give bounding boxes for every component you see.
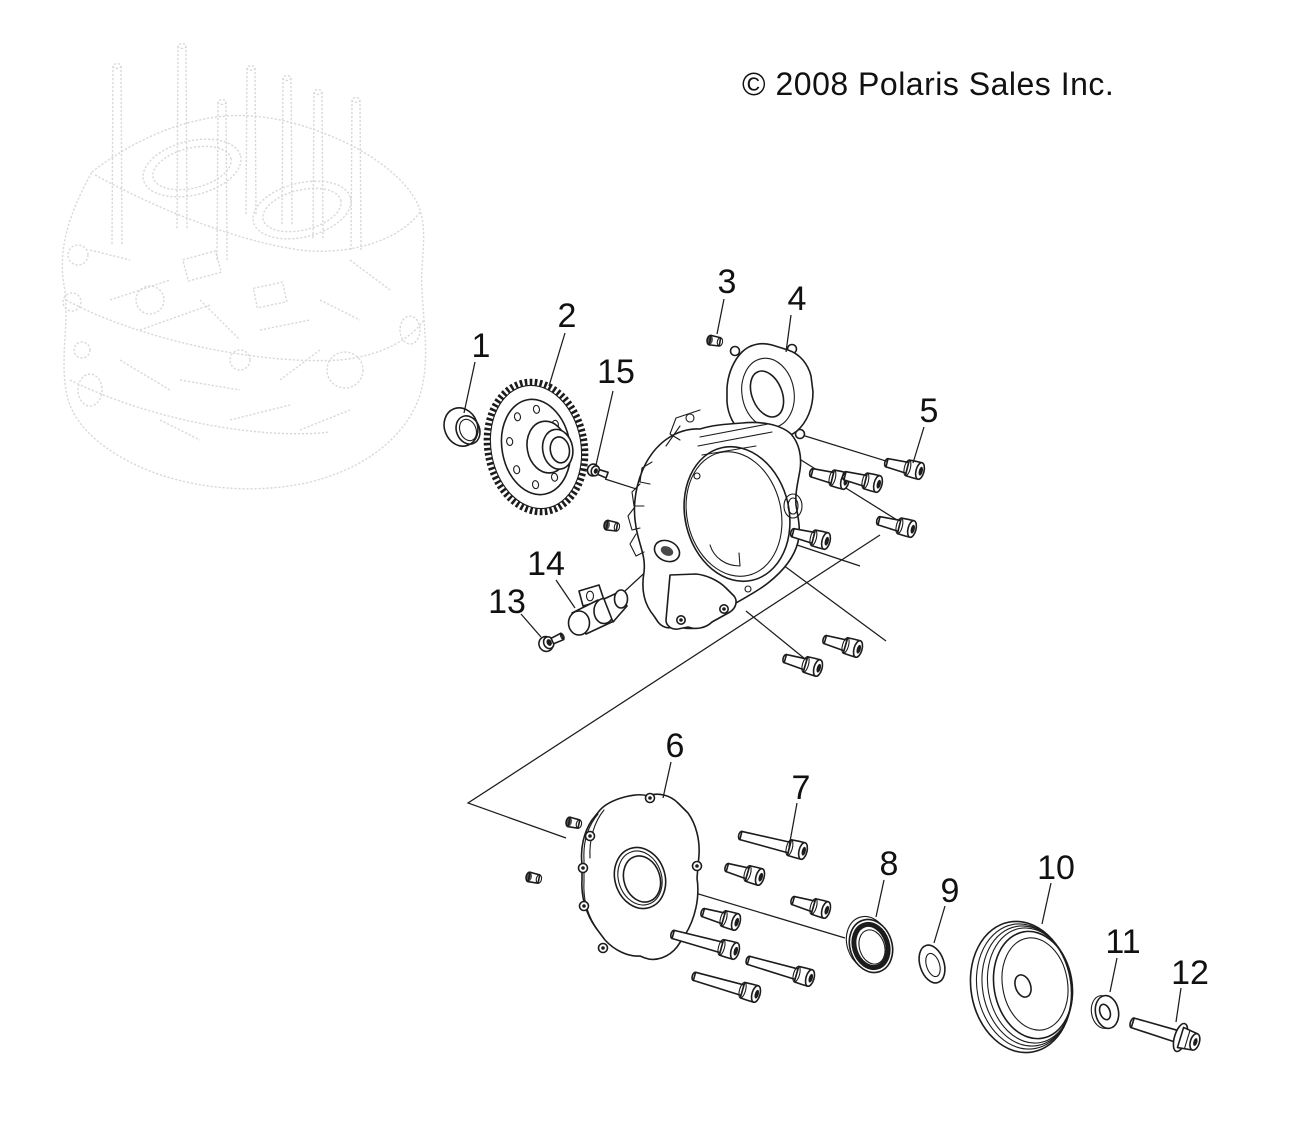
leader-line-11 (1109, 957, 1118, 993)
part-9-thin-washer (918, 944, 946, 984)
bolt-line-d (782, 564, 887, 642)
leader-line-1 (463, 361, 476, 414)
callout-dowel-plug: 3 (717, 263, 737, 301)
part-15-small-screw (586, 463, 609, 479)
callout-small-screw: 15 (597, 353, 635, 391)
bolt-line-e (745, 610, 811, 664)
callout-flange-bolt: 12 (1171, 954, 1209, 992)
callout-cover-plate: 6 (665, 727, 685, 765)
callout-cover-bolt: 5 (919, 392, 939, 430)
engine-stud-bolts (111, 42, 362, 261)
callout-crankcase-cover: 4 (787, 280, 807, 318)
part-8-oil-seal (845, 915, 894, 974)
bolt-line-a (788, 430, 903, 467)
callout-drive-gear: 2 (557, 297, 577, 335)
callout-oil-seal: 8 (879, 845, 899, 883)
cover-plate-tabs (577, 792, 703, 954)
leader-line-5 (912, 426, 925, 464)
dowel-pin (524, 870, 544, 886)
part-14-crank-sensor (567, 584, 629, 636)
leader-line-2 (548, 332, 566, 387)
leader-line-10 (1041, 882, 1052, 925)
engine-block-ghost (61, 42, 427, 490)
leader-line-14 (555, 579, 576, 609)
leader-line-4 (785, 314, 792, 353)
callout-crank-sensor: 14 (527, 545, 565, 583)
part-4-crankcase-cover (627, 342, 814, 630)
leader-line-8 (875, 879, 885, 918)
part-5-cover-bolts (780, 453, 927, 679)
leader-line-12 (1175, 987, 1182, 1023)
part-11-washer (1090, 994, 1120, 1030)
leader-line-7 (788, 802, 798, 848)
leader-line-13 (520, 613, 542, 638)
callout-sensor-screw: 13 (488, 583, 526, 621)
callout-thin-washer: 9 (940, 872, 960, 910)
callout-bushing: 1 (471, 327, 491, 365)
leader-lines (463, 298, 1182, 1023)
callout-long-bolt: 7 (791, 769, 811, 807)
leader-line-15 (595, 390, 614, 466)
dowel-pin (602, 519, 622, 533)
dowel-pin (564, 815, 584, 831)
part-2-drive-gear (483, 378, 589, 516)
copyright-text: © 2008 Polaris Sales Inc. (742, 66, 1115, 102)
part-10-pulley (969, 920, 1074, 1054)
part-1-bushing (443, 407, 481, 447)
part-6-cover-plate (577, 792, 703, 961)
part-3-dowel-plug (705, 334, 725, 348)
leader-line-3 (716, 298, 725, 335)
callout-washer: 11 (1105, 923, 1141, 961)
leader-line-9 (933, 905, 946, 944)
callout-pulley: 10 (1037, 849, 1075, 887)
part-13-sensor-screw (538, 632, 565, 653)
alignment-v-line (466, 534, 881, 839)
leader-line-6 (662, 761, 672, 799)
part-12-flange-bolt (1129, 1017, 1201, 1053)
engine-block-body (61, 114, 427, 490)
